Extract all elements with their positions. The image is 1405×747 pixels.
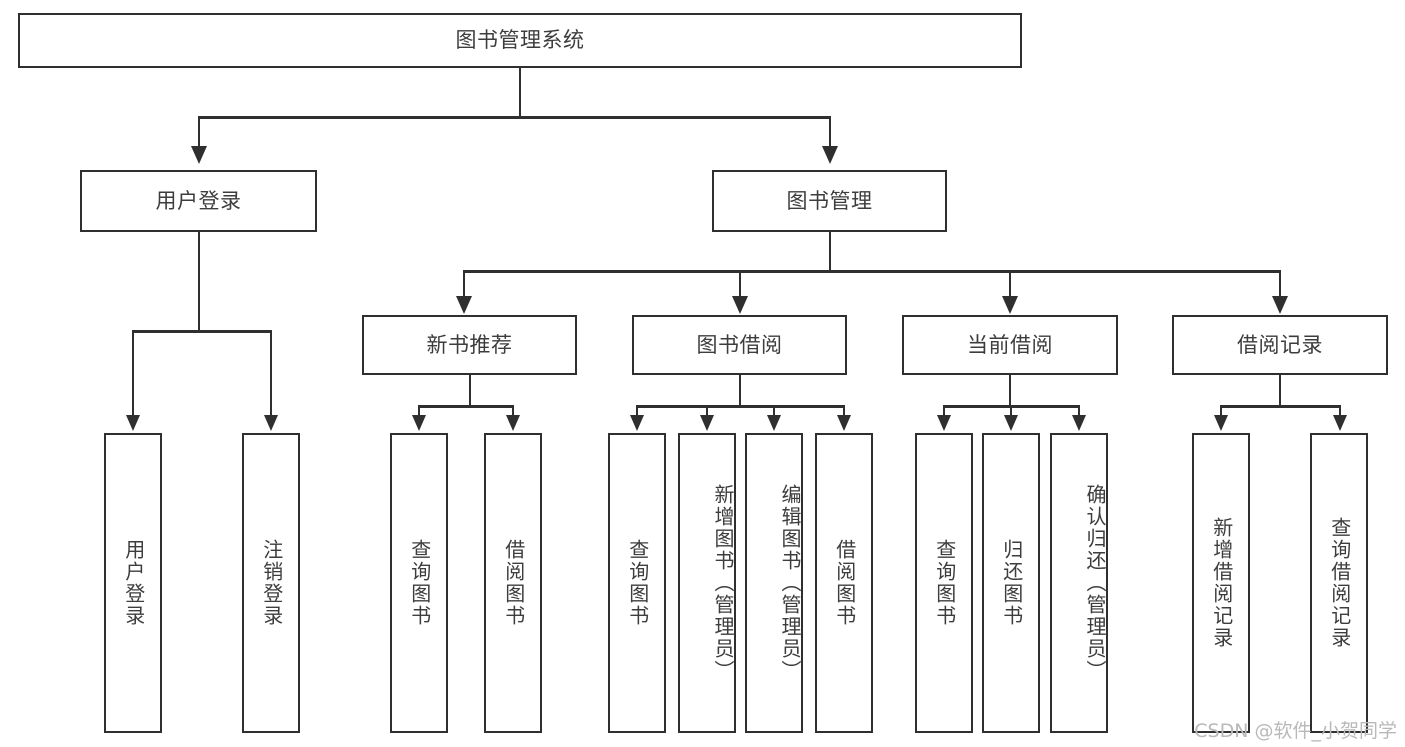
connector-bm-to-new-book: [462, 270, 465, 298]
node-current-borrow[interactable]: 当前借阅: [902, 315, 1118, 375]
node-book-management[interactable]: 图书管理: [712, 170, 947, 232]
connector-current-borrow-stem: [1008, 375, 1011, 407]
leaf-book-borrow-query-book[interactable]: 查询图书: [608, 433, 666, 733]
arrowhead-nb-to-leaf-1: [411, 415, 426, 431]
connector-root-to-user-login: [197, 116, 200, 148]
arrowhead-root-to-user-login: [190, 146, 207, 164]
connector-user-login-to-leaf-2: [269, 330, 272, 417]
leaf-user-login-login[interactable]: 用户登录: [104, 433, 162, 733]
arrowhead-cb-to-leaf-2: [1003, 415, 1018, 431]
leaf-new-book-borrow-book[interactable]: 借阅图书: [484, 433, 542, 733]
leaf-new-book-query-book[interactable]: 查询图书: [390, 433, 448, 733]
arrowhead-bm-to-new-book: [455, 296, 472, 314]
node-book-borrow[interactable]: 图书借阅: [632, 315, 847, 375]
arrowhead-user-login-to-leaf-1: [125, 415, 140, 431]
arrowhead-bm-to-current-borrow: [1001, 296, 1018, 314]
connector-bm-to-borrow-record: [1278, 270, 1281, 298]
connector-cb-to-leaf-1: [942, 405, 945, 417]
leaf-book-borrow-add-book-admin[interactable]: 新增图书（管理员）: [678, 433, 736, 733]
connector-bm-to-current-borrow: [1008, 270, 1011, 298]
arrowhead-root-to-book-management: [821, 146, 838, 164]
connector-book-management-stem: [828, 232, 831, 272]
connector-cb-to-leaf-2: [1009, 405, 1012, 417]
connector-book-borrow-bus: [636, 405, 843, 408]
node-root-book-management-system[interactable]: 图书管理系统: [18, 13, 1022, 68]
connector-borrow-record-stem: [1278, 375, 1281, 407]
node-borrow-record[interactable]: 借阅记录: [1172, 315, 1388, 375]
arrowhead-cb-to-leaf-3: [1071, 415, 1086, 431]
connector-user-login-to-leaf-1: [131, 330, 134, 417]
connector-user-login-bus: [133, 330, 272, 333]
arrowhead-bb-to-leaf-2: [699, 415, 714, 431]
leaf-book-borrow-edit-book-admin[interactable]: 编辑图书（管理员）: [745, 433, 803, 733]
connector-nb-to-leaf-2: [511, 405, 514, 417]
connector-br-to-leaf-1: [1219, 405, 1222, 417]
connector-bb-to-leaf-1: [635, 405, 638, 417]
arrowhead-bb-to-leaf-4: [836, 415, 851, 431]
leaf-current-borrow-confirm-return-admin[interactable]: 确认归还（管理员）: [1050, 433, 1108, 733]
arrowhead-br-to-leaf-2: [1332, 415, 1347, 431]
connector-new-book-bus: [418, 405, 514, 408]
arrowhead-nb-to-leaf-2: [505, 415, 520, 431]
connector-book-borrow-stem: [738, 375, 741, 407]
connector-nb-to-leaf-1: [417, 405, 420, 417]
leaf-current-borrow-return-book[interactable]: 归还图书: [982, 433, 1040, 733]
connector-root-to-book-management: [828, 116, 831, 148]
connector-br-to-leaf-2: [1338, 405, 1341, 417]
leaf-current-borrow-query-book[interactable]: 查询图书: [915, 433, 973, 733]
connector-user-login-stem: [197, 232, 200, 332]
leaf-user-login-logout[interactable]: 注销登录: [242, 433, 300, 733]
connector-book-management-bus: [463, 270, 1280, 273]
arrowhead-bb-to-leaf-1: [629, 415, 644, 431]
leaf-book-borrow-borrow-book[interactable]: 借阅图书: [815, 433, 873, 733]
leaf-borrow-record-add-record[interactable]: 新增借阅记录: [1192, 433, 1250, 733]
connector-new-book-stem: [468, 375, 471, 407]
node-user-login[interactable]: 用户登录: [80, 170, 317, 232]
connector-bb-to-leaf-2: [705, 405, 708, 417]
arrowhead-br-to-leaf-1: [1213, 415, 1228, 431]
connector-borrow-record-bus: [1220, 405, 1340, 408]
arrowhead-cb-to-leaf-1: [936, 415, 951, 431]
arrowhead-user-login-to-leaf-2: [263, 415, 278, 431]
connector-bb-to-leaf-4: [842, 405, 845, 417]
connector-bm-to-book-borrow: [738, 270, 741, 298]
connector-cb-to-leaf-3: [1077, 405, 1080, 417]
connector-root-stem: [518, 68, 521, 118]
node-new-book-recommend[interactable]: 新书推荐: [362, 315, 577, 375]
arrowhead-bm-to-book-borrow: [731, 296, 748, 314]
leaf-borrow-record-query-record[interactable]: 查询借阅记录: [1310, 433, 1368, 733]
arrowhead-bm-to-borrow-record: [1271, 296, 1288, 314]
connector-root-bus: [199, 116, 831, 119]
arrowhead-bb-to-leaf-3: [766, 415, 781, 431]
connector-bb-to-leaf-3: [772, 405, 775, 417]
